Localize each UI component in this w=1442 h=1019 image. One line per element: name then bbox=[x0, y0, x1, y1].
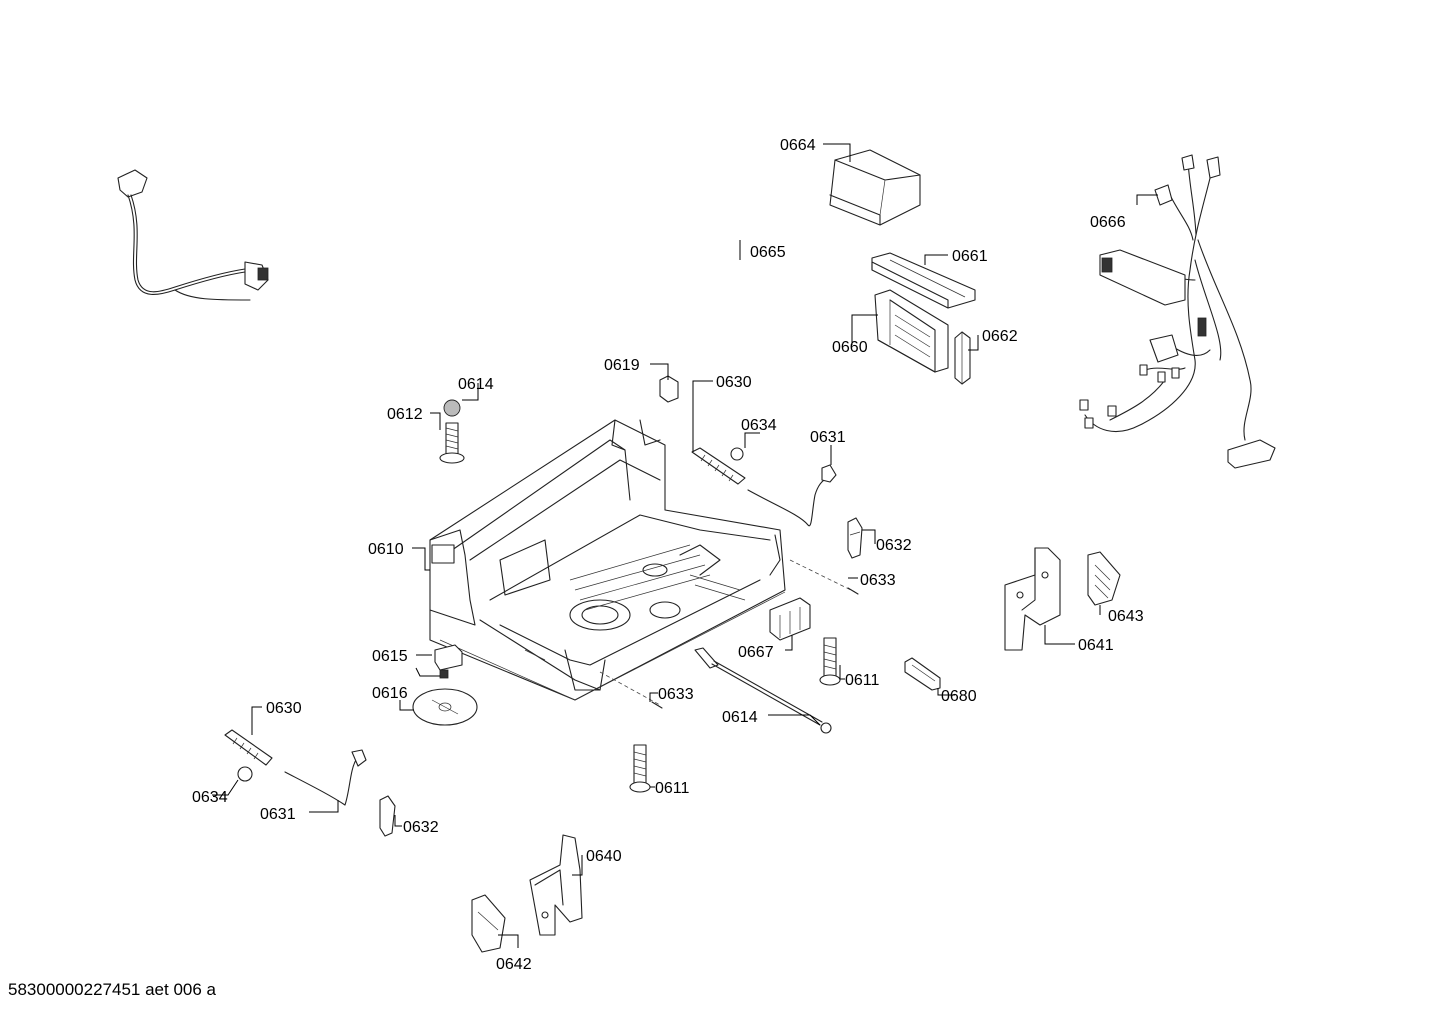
callout-0632-bottom: 0632 bbox=[403, 819, 439, 836]
callout-labels: 0664 0666 0665 0661 0662 0660 0619 0630 … bbox=[192, 137, 1144, 973]
callout-0640: 0640 bbox=[586, 848, 622, 865]
mains-cable-0665-drawing bbox=[117, 169, 269, 301]
base-frame-drawing bbox=[429, 419, 786, 701]
foot-0611-top-drawing bbox=[819, 637, 841, 686]
part-0667-drawing bbox=[769, 597, 811, 641]
callout-0666: 0666 bbox=[1090, 214, 1126, 231]
disc-0616-drawing bbox=[412, 688, 478, 726]
part-0661-drawing bbox=[871, 252, 976, 309]
callout-0612: 0612 bbox=[387, 406, 423, 423]
bracket-0640-drawing bbox=[529, 834, 583, 936]
adjuster-top-drawing bbox=[691, 447, 837, 527]
callout-0641: 0641 bbox=[1078, 637, 1114, 654]
callout-0664: 0664 bbox=[780, 137, 816, 154]
callout-0633-right: 0633 bbox=[860, 572, 896, 589]
cover-0664-drawing bbox=[829, 149, 921, 226]
part-0615-drawing bbox=[434, 644, 463, 679]
callout-0680: 0680 bbox=[941, 688, 977, 705]
foot-0612-drawing bbox=[439, 399, 465, 464]
part-0660-drawing bbox=[874, 289, 949, 373]
wiring-harness-0666-drawing bbox=[1079, 154, 1276, 469]
callout-0643: 0643 bbox=[1108, 608, 1144, 625]
callout-0619: 0619 bbox=[604, 357, 640, 374]
adjuster-bottom-drawing bbox=[224, 729, 396, 837]
part-0662-drawing bbox=[954, 331, 971, 385]
callout-0667: 0667 bbox=[738, 644, 774, 661]
callout-0631-bottom: 0631 bbox=[260, 806, 296, 823]
bracket-0641-drawing bbox=[1004, 547, 1061, 651]
callout-0611-bottom: 0611 bbox=[655, 780, 690, 797]
callout-0634-top: 0634 bbox=[741, 417, 777, 434]
callout-0665: 0665 bbox=[750, 244, 786, 261]
part-0643-drawing bbox=[1087, 551, 1121, 606]
part-0680-drawing bbox=[904, 657, 941, 691]
callout-0642: 0642 bbox=[496, 956, 532, 973]
callout-0630-bottom: 0630 bbox=[266, 700, 302, 717]
part-0642-drawing bbox=[471, 894, 506, 953]
callout-0614-bottom: 0614 bbox=[722, 709, 758, 726]
foot-0611-bottom-drawing bbox=[629, 744, 651, 793]
callout-0631-top: 0631 bbox=[810, 429, 846, 446]
callout-0614-top: 0614 bbox=[458, 376, 494, 393]
clip-0619-drawing bbox=[659, 375, 679, 403]
callout-0660: 0660 bbox=[832, 339, 868, 356]
drawing-reference-number: 58300000227451 aet 006 a bbox=[8, 980, 216, 999]
callout-0661: 0661 bbox=[952, 248, 988, 265]
bracket-0632-top-drawing bbox=[847, 517, 863, 559]
callout-0630-top: 0630 bbox=[716, 374, 752, 391]
callout-0616: 0616 bbox=[372, 685, 408, 702]
callout-0610: 0610 bbox=[368, 541, 404, 558]
callout-0634-bottom: 0634 bbox=[192, 789, 228, 806]
leader-lines bbox=[212, 143, 1158, 948]
callout-0615: 0615 bbox=[372, 648, 408, 665]
callout-0662: 0662 bbox=[982, 328, 1018, 345]
callout-0632-top: 0632 bbox=[876, 537, 912, 554]
callout-0611-top: 0611 bbox=[845, 672, 880, 689]
callout-0633-bottom: 0633 bbox=[658, 686, 694, 703]
